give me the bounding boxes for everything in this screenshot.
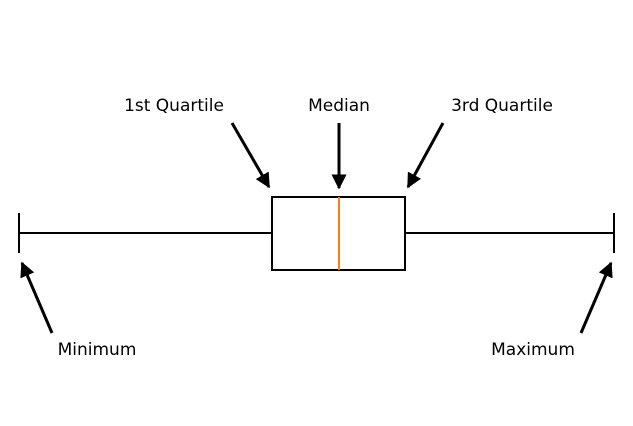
q3-label: 3rd Quartile <box>451 96 553 116</box>
q1-arrow <box>230 122 271 189</box>
q3-arrow <box>406 122 445 189</box>
median-label: Median <box>308 96 370 116</box>
minimum-label: Minimum <box>58 340 137 360</box>
maximum-arrow <box>579 261 613 334</box>
maximum-label: Maximum <box>491 340 575 360</box>
q1-label: 1st Quartile <box>124 96 224 116</box>
minimum-arrow <box>20 261 54 334</box>
